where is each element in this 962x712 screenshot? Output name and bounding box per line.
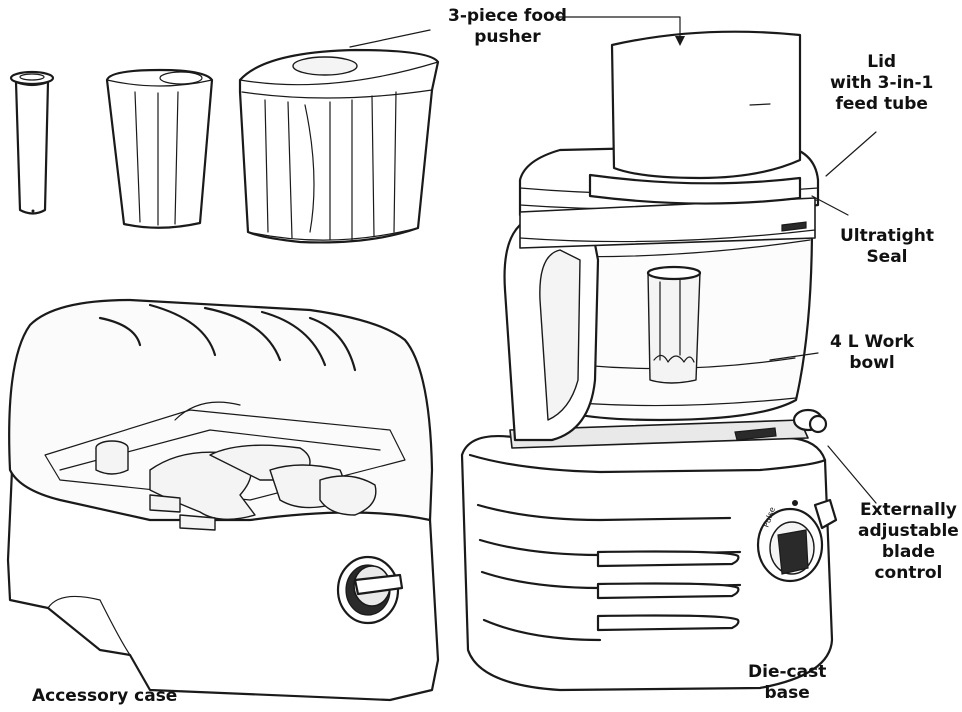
- food-pusher-label: 3-piece food pusher: [448, 6, 567, 48]
- blade-control-label: Externally adjustable blade control: [858, 500, 959, 584]
- large-food-pusher: [238, 48, 440, 244]
- accessory-case: [6, 298, 440, 702]
- lid-label-line3: feed tube: [835, 94, 928, 114]
- food-pusher-label-line2: pusher: [474, 27, 541, 47]
- leader-lines: [349, 16, 877, 504]
- lid-label-line2: with 3-in-1: [830, 73, 934, 93]
- seal-label-line1: Ultratight: [840, 226, 934, 246]
- base-label-line2: base: [764, 683, 810, 703]
- accessory-case-label: Accessory case: [32, 686, 178, 706]
- work-bowl-label-line2: bowl: [849, 353, 895, 373]
- work-bowl-label-line1: 4 L Work: [830, 332, 915, 352]
- blade-control-label-line3: blade: [881, 542, 935, 562]
- seal-label: Ultratight Seal: [840, 226, 934, 268]
- lid-label: Lid with 3-in-1 feed tube: [830, 52, 933, 115]
- food-processor: Pulse: [460, 30, 838, 692]
- blade-control-label-line4: control: [874, 563, 943, 583]
- blade-control-label-line1: Externally: [859, 500, 957, 520]
- base-label-line1: Die-cast: [748, 662, 827, 682]
- lid-label-line1: Lid: [867, 52, 897, 72]
- seal-label-line2: Seal: [866, 247, 908, 267]
- medium-food-pusher: [105, 68, 214, 229]
- base-label: Die-cast base: [748, 662, 826, 704]
- food-pusher-label-line1: 3-piece food: [448, 6, 567, 26]
- blade-control-label-line2: adjustable: [858, 521, 959, 541]
- work-bowl-label: 4 L Work bowl: [830, 332, 914, 374]
- small-food-pusher: [9, 70, 55, 215]
